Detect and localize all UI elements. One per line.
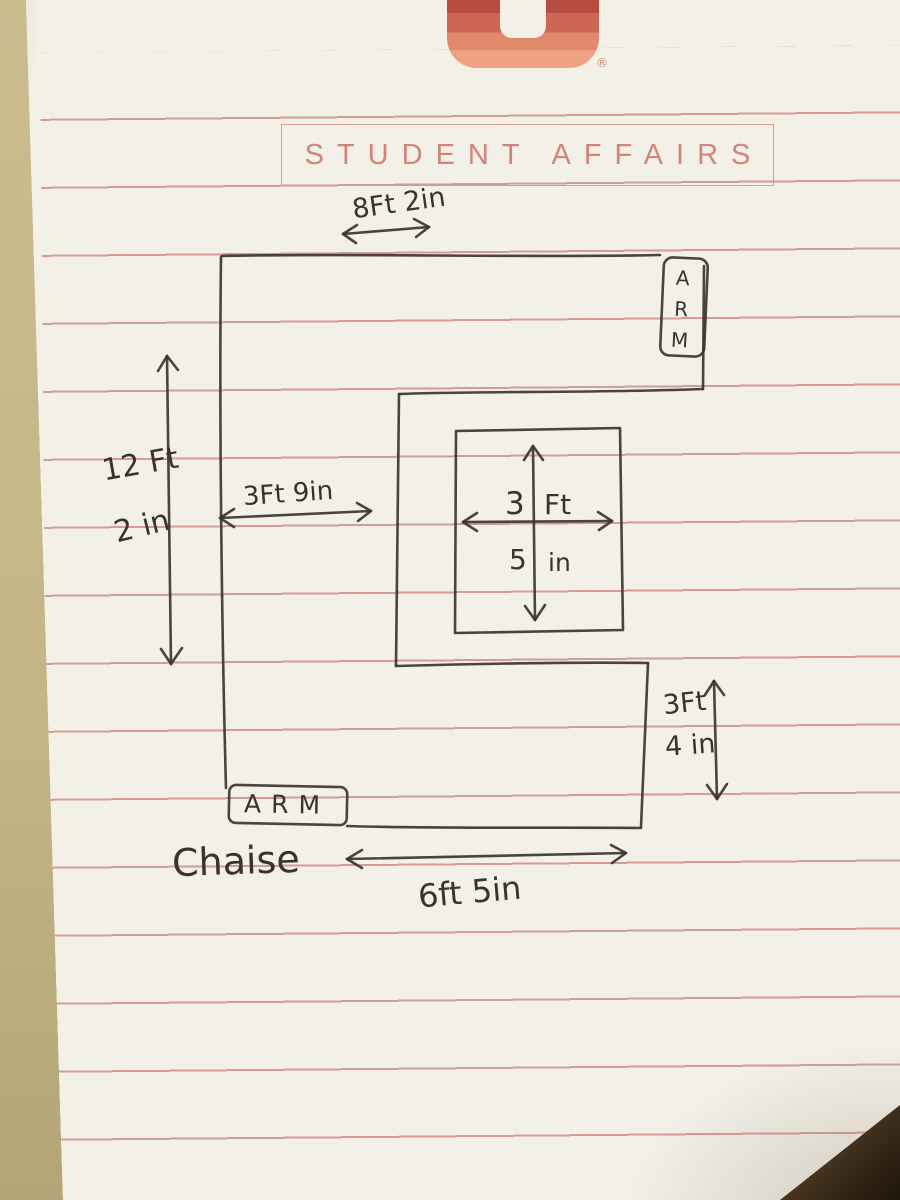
table-width-number: 3 xyxy=(505,486,525,522)
registered-trademark-icon: ® xyxy=(596,56,608,70)
bottom-width-label: 6ft 5in xyxy=(416,868,523,916)
block-u-logo xyxy=(447,0,599,68)
right-height-label-ft: 3Ft xyxy=(661,685,708,722)
ruled-lines xyxy=(40,45,900,1200)
arm-top-label: ARM xyxy=(666,265,696,360)
letterhead-box: STUDENT AFFAIRS xyxy=(281,124,774,186)
table-width-unit: Ft xyxy=(544,488,572,521)
inner-width-label: 3Ft 9in xyxy=(242,475,335,513)
chaise-label: Chaise xyxy=(171,836,301,886)
right-height-label-in: 4 in xyxy=(663,728,717,763)
block-u-logo-notch xyxy=(500,0,546,38)
arm-bottom-label: ARM xyxy=(243,789,331,820)
table-height-number: 5 xyxy=(509,543,527,576)
table-height-unit: in xyxy=(548,548,571,577)
letterhead-title: STUDENT AFFAIRS xyxy=(304,138,764,171)
